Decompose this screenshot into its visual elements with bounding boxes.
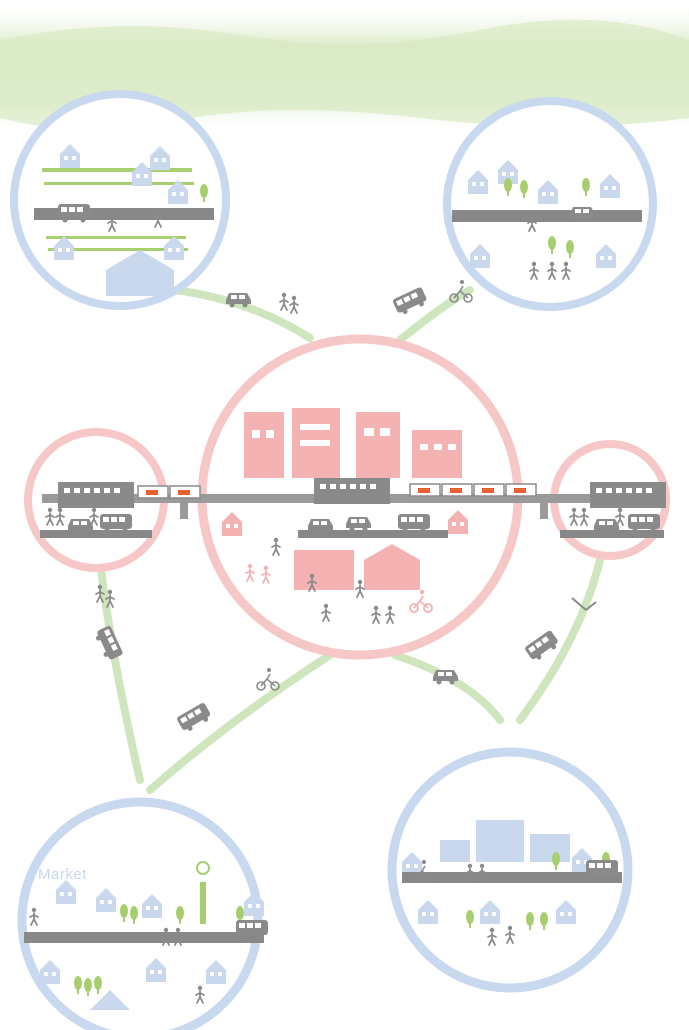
cycling-icon xyxy=(256,667,280,691)
bus-icon xyxy=(176,702,213,735)
bus-icon xyxy=(93,625,124,662)
connector-east-southeast xyxy=(516,556,604,724)
connector-center-southeast xyxy=(391,651,504,724)
bus-icon xyxy=(392,286,429,317)
node-rural-village xyxy=(10,90,230,310)
shared-van-icon xyxy=(433,670,458,685)
connector-northeast-center xyxy=(396,286,474,344)
sky-cloud xyxy=(0,19,689,130)
connector-west-market xyxy=(96,556,144,784)
connector-center-market xyxy=(146,651,334,794)
walking-icon xyxy=(289,294,299,314)
walking-icon xyxy=(279,291,289,311)
node-market-town xyxy=(17,797,268,1030)
node-suburban-south-east xyxy=(387,747,633,993)
scooter-icon xyxy=(571,597,597,611)
elevated-rail-line xyxy=(42,478,666,538)
node-residential-north-east xyxy=(443,97,657,311)
market-label: Market xyxy=(38,866,87,883)
connector-icons xyxy=(93,279,597,735)
bus-icon xyxy=(524,629,561,664)
